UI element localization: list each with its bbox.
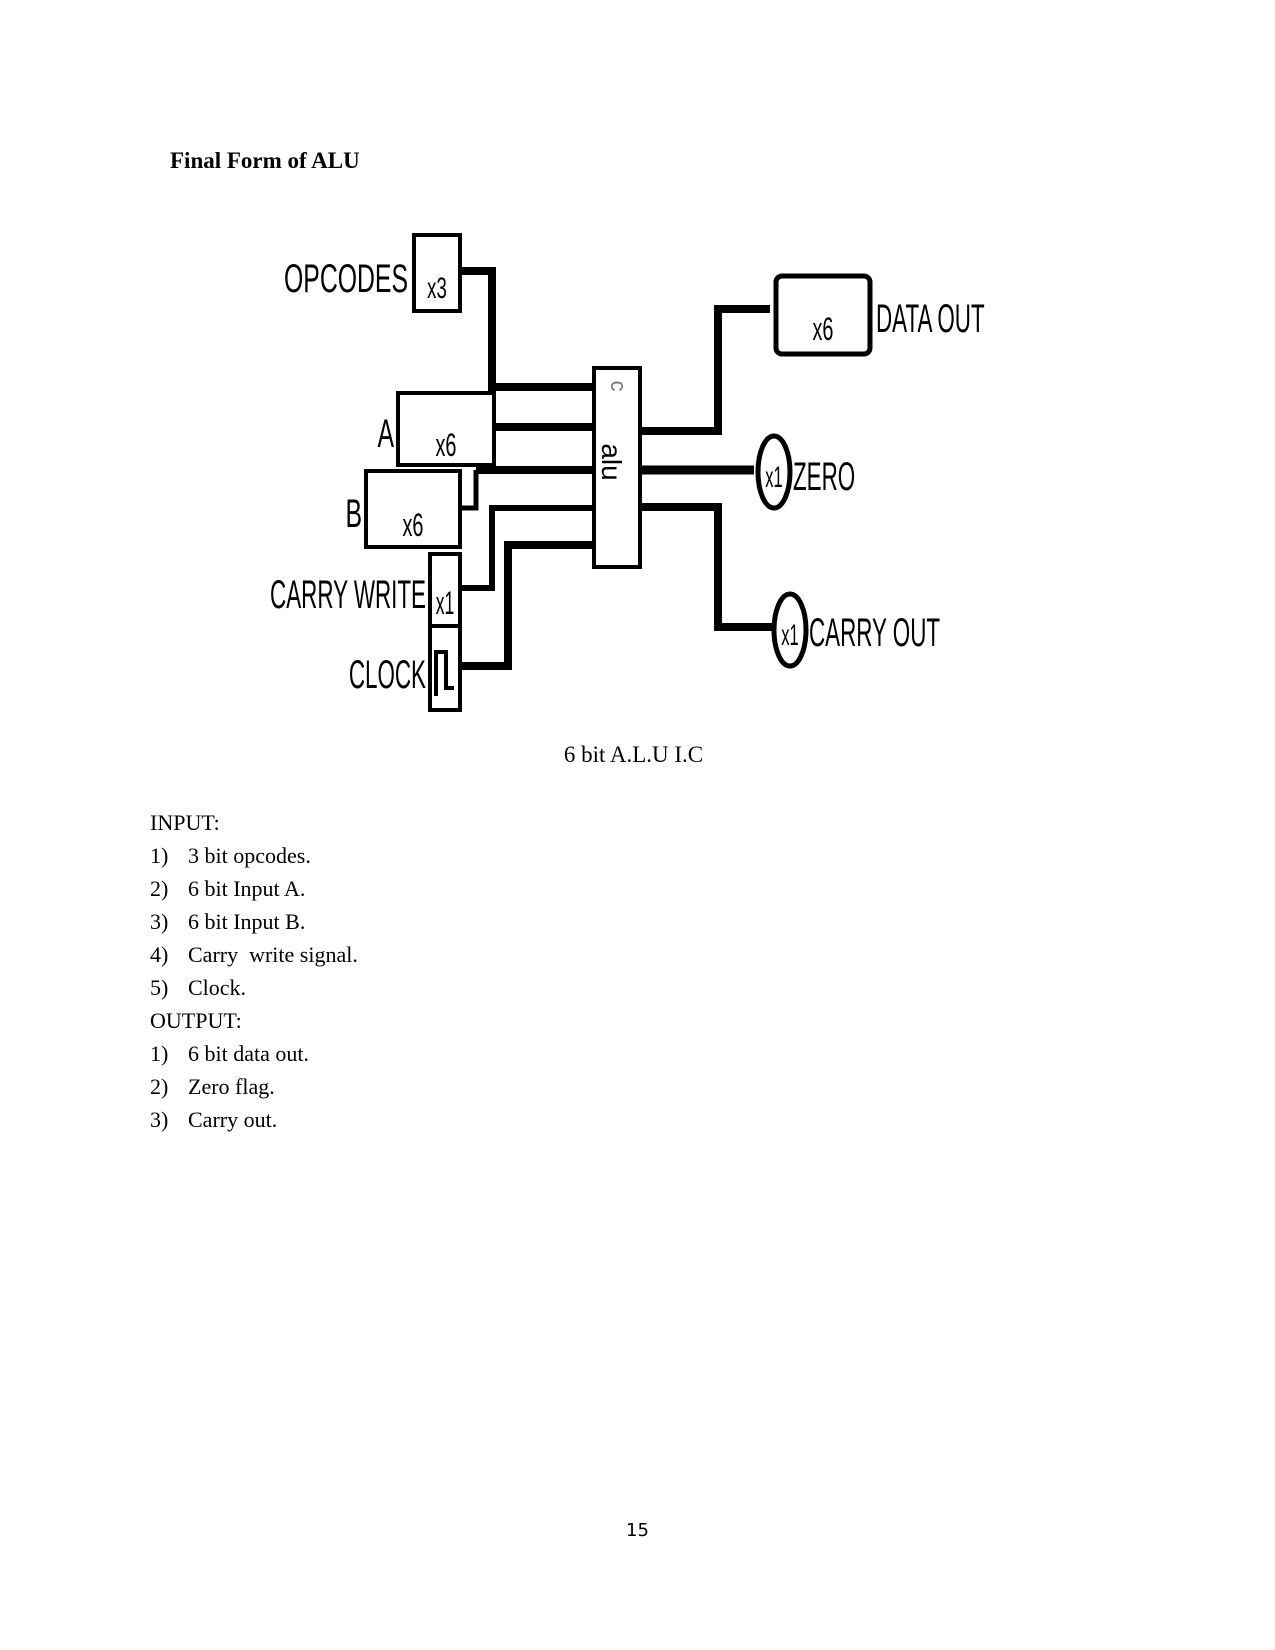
list-item: 5) Clock. [150,971,358,1004]
wires [460,267,772,670]
list-item-number: 3) [150,1107,169,1132]
data-out-label: DATA OUT [876,296,985,340]
b-width-label: x6 [403,507,424,543]
b-label: B [345,492,362,536]
section-heading: Final Form of ALU [170,148,360,173]
list-item-text: Clock. [188,975,247,1000]
list-item-text: 3 bit opcodes. [188,843,311,868]
b-input-block: x6 B [345,469,462,549]
carry-out-label: CARRY OUT [809,610,940,654]
wire-b-stub [460,470,479,511]
clock-waveform-icon [434,650,454,696]
zero-output-block: x1 ZERO [755,433,855,511]
io-lists: INPUT: 1) 3 bit opcodes. 2) 6 bit Input A.… [150,806,358,1136]
list-item-text: Carry write signal. [188,942,358,967]
list-item-number: 5) [150,975,169,1000]
list-item-number: 2) [150,1074,169,1099]
page-number: 15 [626,1520,649,1541]
opcodes-label: OPCODES [284,257,408,301]
list-item-number: 4) [150,942,169,967]
wire-carry-write [460,505,594,591]
list-item-text: 6 bit data out. [188,1041,309,1066]
carry-out-output-block: x1 CARRY OUT [771,591,940,669]
alu-block-diagram: x3 OPCODES x6 A x6 B x1 CARRY WRITE CLOC… [270,233,985,712]
wire-clock [460,541,594,670]
alu-chip: c alu [592,366,642,569]
figure-caption-text: 6 bit A.L.U I.C [563,742,704,767]
output-section-title: OUTPUT: [150,1008,242,1033]
data-out-output-block: x6 DATA OUT [773,273,985,357]
wire-data-out [640,305,770,435]
list-item: 1) 3 bit opcodes. [150,839,358,872]
input-section-title: INPUT: [150,810,220,835]
carry-write-width-label: x1 [436,587,455,622]
alu-chip-label: alu [596,443,627,480]
list-item-text: 6 bit Input A. [188,876,306,901]
figure-caption: 6 bit A.L.U I.C [0,742,1275,768]
opcodes-width-label: x3 [427,272,447,306]
wire-carry-out [640,503,772,631]
carry-out-width-label: x1 [781,619,798,652]
zero-label: ZERO [793,454,855,498]
a-input-block: x6 A [377,391,496,467]
list-item: 2) 6 bit Input A. [150,872,358,905]
list-item: 1) 6 bit data out. [150,1037,358,1070]
list-item-text: 6 bit Input B. [188,909,306,934]
list-item-number: 3) [150,909,169,934]
input-list: 1) 3 bit opcodes. 2) 6 bit Input A. 3) 6 bi… [150,839,358,1004]
list-item-number: 1) [150,843,169,868]
zero-width-label: x1 [765,461,782,494]
list-item-text: Carry out. [188,1107,278,1132]
list-item-text: Zero flag. [188,1074,275,1099]
a-width-label: x6 [436,427,457,463]
list-item: 3) Carry out. [150,1103,358,1136]
list-item: 3) 6 bit Input B. [150,905,358,938]
output-list: 1) 6 bit data out. 2) Zero flag. 3) Carry o… [150,1037,358,1136]
list-item: 2) Zero flag. [150,1070,358,1103]
clock-input-block: CLOCK [349,624,462,712]
alu-chip-notch: c [606,381,631,392]
carry-write-input-block: x1 CARRY WRITE [270,552,462,628]
wire-opcodes [460,267,594,391]
carry-write-label: CARRY WRITE [270,572,426,616]
opcodes-input-block: x3 OPCODES [284,233,462,313]
data-out-width-label: x6 [813,311,834,347]
a-label: A [377,412,394,456]
list-item: 4) Carry write signal. [150,938,358,971]
list-item-number: 1) [150,1041,169,1066]
clock-label: CLOCK [349,652,426,696]
list-item-number: 2) [150,876,169,901]
